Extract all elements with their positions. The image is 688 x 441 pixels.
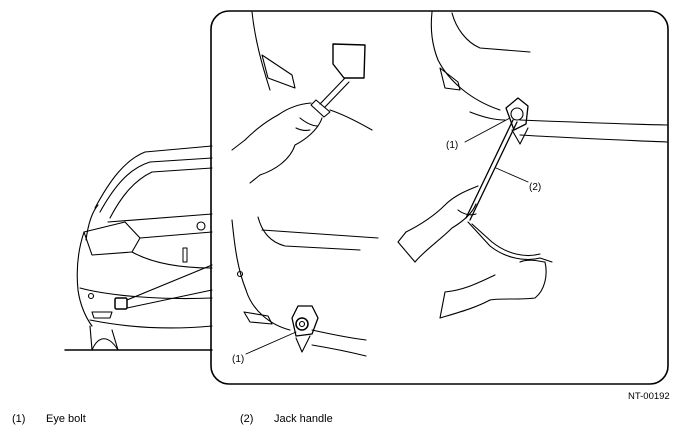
legend-item-eye-bolt: (1) Eye bolt — [12, 413, 86, 425]
panel-remove-cover — [231, 11, 373, 184]
legend-item-jack-handle: (2) Jack handle — [240, 413, 333, 425]
legend-label: Eye bolt — [46, 413, 86, 425]
legend-label: Jack handle — [274, 413, 333, 425]
legend-number: (2) — [240, 413, 254, 425]
callout-jack-handle: (2) — [529, 182, 541, 193]
panel-tighten-eye-bolt — [397, 11, 668, 319]
detail-frame — [210, 10, 669, 385]
car-rear-view — [64, 145, 213, 351]
callout-eye-bolt-top: (1) — [446, 140, 458, 151]
figure-code: NT-00192 — [628, 391, 670, 402]
panel-eye-bolt-installed — [231, 216, 379, 357]
legend-number: (1) — [12, 413, 26, 425]
callout-eye-bolt-bottom: (1) — [232, 354, 244, 365]
